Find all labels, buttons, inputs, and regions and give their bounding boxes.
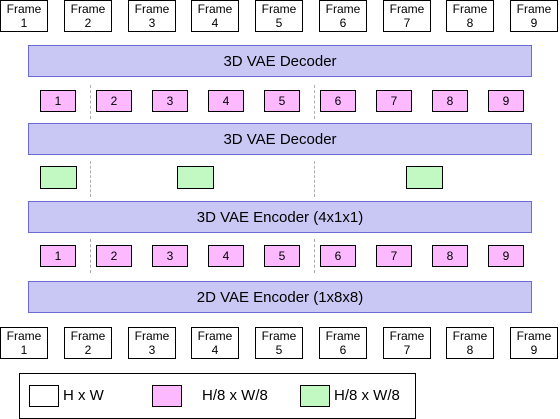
frame-number: 9: [530, 343, 538, 357]
frame-word: Frame: [325, 2, 361, 16]
frame-word: Frame: [261, 329, 297, 343]
latent-6-upper: 6: [320, 90, 356, 112]
separator-dash: [314, 161, 315, 197]
latent-5-upper: 5: [264, 90, 300, 112]
compressed-latent: [406, 166, 443, 189]
decoder-bar-middle: 3D VAE Decoder: [28, 123, 532, 155]
frame-number: 3: [148, 343, 156, 357]
decoder-label: 3D VAE Decoder: [223, 52, 337, 70]
frame-word: Frame: [134, 329, 170, 343]
legend-label-pink: H/8 x W/8: [202, 387, 268, 404]
frame-word: Frame: [452, 329, 488, 343]
frame-number: 7: [403, 16, 411, 30]
encoder-3d-label: 3D VAE Encoder (4x1x1): [196, 208, 364, 226]
frame-number: 7: [403, 343, 411, 357]
frame-word: Frame: [452, 2, 488, 16]
latent-4-upper: 4: [208, 90, 244, 112]
frame-number: 6: [339, 343, 347, 357]
frame-word: Frame: [516, 329, 552, 343]
frame-word: Frame: [516, 2, 552, 16]
frame-number: 3: [148, 16, 156, 30]
legend-label-green: H/8 x W/8: [334, 387, 400, 404]
frame-number: 1: [20, 16, 28, 30]
latent-1-upper: 1: [40, 90, 76, 112]
frame-number: 1: [20, 343, 28, 357]
frame-word: Frame: [197, 329, 233, 343]
frame-number: 8: [466, 16, 474, 30]
latent-8-lower: 8: [432, 245, 468, 267]
frame-word: Frame: [389, 329, 425, 343]
latent-1-lower: 1: [40, 245, 76, 267]
latent-8-upper: 8: [432, 90, 468, 112]
compressed-latent: [177, 166, 214, 189]
frame-number: 4: [211, 16, 219, 30]
frame-word: Frame: [261, 2, 297, 16]
encoder-3d-bar: 3D VAE Encoder (4x1x1): [28, 201, 532, 233]
frame-word: Frame: [6, 2, 42, 16]
frame-number: 5: [275, 16, 283, 30]
frame-number: 5: [275, 343, 283, 357]
latent-2-lower: 2: [96, 245, 132, 267]
latent-5-lower: 5: [264, 245, 300, 267]
separator-dash: [314, 239, 315, 273]
decoder-label: 3D VAE Decoder: [223, 130, 337, 148]
legend: H x W H/8 x W/8 H/8 x W/8: [19, 373, 416, 419]
latent-3-lower: 3: [152, 245, 188, 267]
frame-number: 9: [530, 16, 538, 30]
latent-7-lower: 7: [376, 245, 412, 267]
frame-word: Frame: [389, 2, 425, 16]
latent-3-upper: 3: [152, 90, 188, 112]
separator-dash: [90, 161, 91, 197]
latent-7-upper: 7: [376, 90, 412, 112]
frame-number: 2: [84, 343, 92, 357]
latent-6-lower: 6: [320, 245, 356, 267]
frame-word: Frame: [134, 2, 170, 16]
separator-dash: [90, 85, 91, 119]
latent-2-upper: 2: [96, 90, 132, 112]
legend-swatch-pink: [152, 385, 182, 407]
legend-swatch-white: [29, 385, 59, 407]
latent-9-upper: 9: [488, 90, 524, 112]
encoder-2d-bar: 2D VAE Encoder (1x8x8): [28, 281, 532, 313]
frame-word: Frame: [197, 2, 233, 16]
encoder-2d-label: 2D VAE Encoder (1x8x8): [196, 288, 364, 306]
decoder-bar-top: 3D VAE Decoder: [28, 45, 532, 77]
frame-word: Frame: [70, 2, 106, 16]
frame-word: Frame: [6, 329, 42, 343]
frame-word: Frame: [325, 329, 361, 343]
frame-word: Frame: [70, 329, 106, 343]
frame-number: 4: [211, 343, 219, 357]
frame-number: 2: [84, 16, 92, 30]
compressed-latent: [40, 166, 77, 189]
latent-4-lower: 4: [208, 245, 244, 267]
latent-9-lower: 9: [488, 245, 524, 267]
frame-number: 8: [466, 343, 474, 357]
separator-dash: [90, 239, 91, 273]
legend-label-white: H x W: [63, 387, 104, 404]
legend-swatch-green: [300, 385, 330, 407]
separator-dash: [314, 85, 315, 119]
frame-number: 6: [339, 16, 347, 30]
